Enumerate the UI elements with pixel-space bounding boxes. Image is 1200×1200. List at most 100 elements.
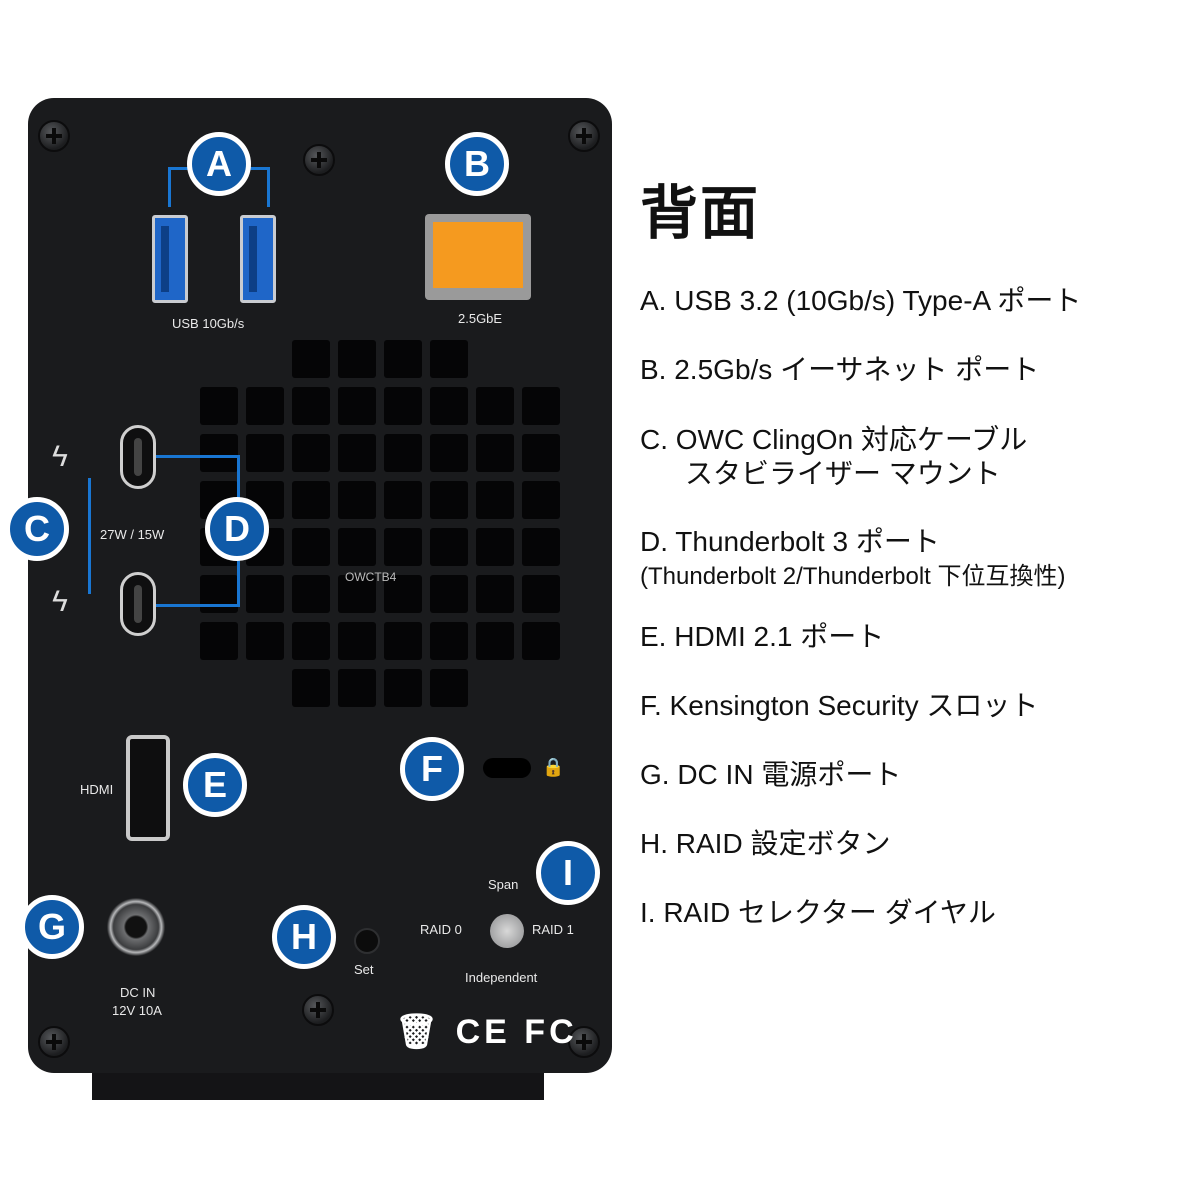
grill-hole bbox=[522, 575, 560, 613]
dial-left-label: RAID 0 bbox=[420, 922, 462, 937]
grill-hole bbox=[430, 434, 468, 472]
grill-hole bbox=[292, 528, 330, 566]
badge-b: B bbox=[445, 132, 509, 196]
bracket-line bbox=[267, 167, 270, 207]
ethernet-label: 2.5GbE bbox=[458, 311, 503, 326]
power-label: 27W / 15W bbox=[100, 527, 165, 542]
legend-item-h: H. RAID 設定ボタン bbox=[640, 828, 891, 859]
ethernet-port[interactable] bbox=[425, 214, 531, 300]
thunderbolt-icon: ϟ bbox=[52, 440, 68, 473]
grill-hole bbox=[338, 669, 376, 707]
grill-hole bbox=[384, 575, 422, 613]
grill-hole bbox=[430, 669, 468, 707]
grill-hole bbox=[338, 622, 376, 660]
grill-hole bbox=[384, 622, 422, 660]
grill-hole bbox=[246, 387, 284, 425]
screw-icon bbox=[302, 994, 334, 1026]
badge-d: D bbox=[205, 497, 269, 561]
grill-hole bbox=[476, 481, 514, 519]
grill-hole bbox=[246, 434, 284, 472]
grill-hole bbox=[522, 528, 560, 566]
badge-c: C bbox=[5, 497, 69, 561]
grill-hole bbox=[338, 528, 376, 566]
screw-icon bbox=[568, 120, 600, 152]
dial-top-label: Span bbox=[488, 877, 519, 892]
grill-hole bbox=[384, 528, 422, 566]
grill-hole bbox=[476, 622, 514, 660]
regulatory-marks: 🗑 CE FC bbox=[395, 1013, 578, 1051]
badge-a: A bbox=[187, 132, 251, 196]
grill-hole bbox=[292, 340, 330, 378]
grill-hole bbox=[338, 575, 376, 613]
grill-hole bbox=[292, 481, 330, 519]
hdmi-port[interactable] bbox=[126, 735, 170, 841]
grill-hole bbox=[338, 481, 376, 519]
legend-item-c2: スタビライザー マウント bbox=[685, 458, 1001, 489]
legend-item-c: C. OWC ClingOn 対応ケーブル bbox=[640, 424, 1028, 455]
grill-hole bbox=[476, 528, 514, 566]
bracket-line bbox=[156, 455, 240, 458]
screw-icon bbox=[568, 1026, 600, 1058]
legend-item-a: A. USB 3.2 (10Gb/s) Type-A ポート bbox=[640, 285, 1082, 316]
grill-hole bbox=[476, 434, 514, 472]
grill-hole bbox=[522, 481, 560, 519]
grill-hole bbox=[384, 481, 422, 519]
thunderbolt-icon: ϟ bbox=[52, 585, 68, 618]
grill-hole bbox=[246, 575, 284, 613]
grill-hole bbox=[522, 434, 560, 472]
grill-hole bbox=[292, 387, 330, 425]
page-title: 背面 bbox=[640, 181, 761, 246]
grill-hole bbox=[430, 387, 468, 425]
legend-item-d: D. Thunderbolt 3 ポート bbox=[640, 526, 940, 557]
grill-hole bbox=[384, 669, 422, 707]
raid-selector-dial[interactable] bbox=[490, 914, 524, 948]
grill-hole bbox=[246, 622, 284, 660]
grill-hole bbox=[200, 575, 238, 613]
grill-hole bbox=[338, 340, 376, 378]
grill-hole bbox=[384, 340, 422, 378]
grill-hole bbox=[292, 669, 330, 707]
badge-f: F bbox=[400, 737, 464, 801]
dc-in-port[interactable] bbox=[107, 898, 165, 956]
dc-label: DC IN bbox=[120, 985, 156, 1000]
grill-hole bbox=[476, 575, 514, 613]
thunderbolt-port-2[interactable] bbox=[120, 572, 156, 636]
grill-hole bbox=[430, 340, 468, 378]
grill-hole bbox=[200, 434, 238, 472]
screw-icon bbox=[303, 144, 335, 176]
usb-port-2[interactable] bbox=[240, 215, 276, 303]
grill-hole bbox=[384, 387, 422, 425]
badge-h: H bbox=[272, 905, 336, 969]
legend-item-b: B. 2.5Gb/s イーサネット ポート bbox=[640, 354, 1040, 385]
legend-item-g: G. DC IN 電源ポート bbox=[640, 759, 902, 790]
grill-hole bbox=[384, 434, 422, 472]
badge-g: G bbox=[20, 895, 84, 959]
weee-icon: 🗑 bbox=[395, 1013, 443, 1051]
bracket-line bbox=[168, 167, 171, 207]
badge-e: E bbox=[183, 753, 247, 817]
badge-i: I bbox=[536, 841, 600, 905]
legend-item-d2: (Thunderbolt 2/Thunderbolt 下位互換性) bbox=[640, 563, 1066, 590]
legend-item-f: F. Kensington Security スロット bbox=[640, 690, 1039, 721]
bracket-line bbox=[156, 604, 240, 607]
grill-hole bbox=[338, 387, 376, 425]
legend-item-e: E. HDMI 2.1 ポート bbox=[640, 621, 885, 652]
usb-port-1[interactable] bbox=[152, 215, 188, 303]
kensington-slot[interactable] bbox=[483, 758, 531, 778]
screw-icon bbox=[38, 120, 70, 152]
grill-hole bbox=[292, 575, 330, 613]
usb-label: USB 10Gb/s bbox=[172, 316, 245, 331]
grill-hole bbox=[430, 575, 468, 613]
grill-hole bbox=[200, 622, 238, 660]
grill-hole bbox=[338, 434, 376, 472]
dial-right-label: RAID 1 bbox=[532, 922, 574, 937]
set-label: Set bbox=[354, 962, 374, 977]
grill-hole bbox=[430, 622, 468, 660]
grill-hole bbox=[476, 387, 514, 425]
raid-set-button[interactable] bbox=[354, 928, 380, 954]
bracket-line bbox=[88, 478, 91, 594]
grill-hole bbox=[292, 434, 330, 472]
thunderbolt-port-1[interactable] bbox=[120, 425, 156, 489]
lock-icon: 🔒 bbox=[542, 757, 565, 777]
grill-hole bbox=[430, 481, 468, 519]
